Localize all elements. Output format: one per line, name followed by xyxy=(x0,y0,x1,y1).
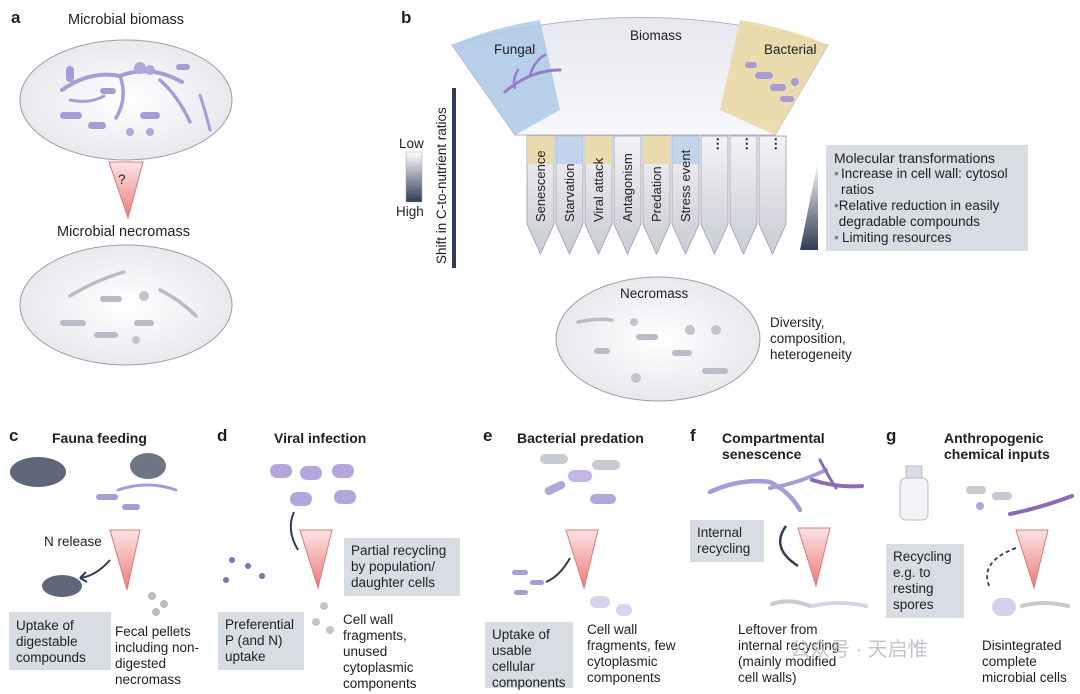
panel-label-a: a xyxy=(11,8,21,27)
panel-a-necromass-ellipse xyxy=(19,244,233,366)
panel-label-e: e xyxy=(483,426,493,445)
pathway-stress-event: Stress event xyxy=(678,149,693,222)
panel-a-funnel xyxy=(108,161,144,220)
panel-b-axis-bar xyxy=(452,88,456,268)
panel-label-c: c xyxy=(9,426,19,445)
partial-recycling-box: Partial recycling by population/ daughte… xyxy=(344,538,460,596)
fungal-label: Fungal xyxy=(494,42,536,57)
panel-f-illustration xyxy=(707,458,868,608)
transform-item: •Relative reduction in easily degradable… xyxy=(834,198,1020,230)
panel-d-title: Viral infection xyxy=(274,430,367,446)
axis-low-label: Low xyxy=(399,136,424,151)
panel-g-illustration xyxy=(899,465,1074,616)
question-mark: ? xyxy=(118,172,126,187)
panel-label-g: g xyxy=(886,426,897,445)
watermark: 公众号 · 天启惟 xyxy=(790,639,928,661)
panel-e-title: Bacterial predation xyxy=(517,430,644,446)
pathway-antagonism: Antagonism xyxy=(620,153,635,222)
necromass-label: Necromass xyxy=(620,286,689,301)
biomass-label: Biomass xyxy=(630,28,682,43)
panel-label-b: b xyxy=(401,8,412,27)
uptake-digestable-box: Uptake of digestable compounds xyxy=(9,612,111,670)
transform-item-text: Relative reduction in easily degradable … xyxy=(838,198,1000,229)
disintegrated-label: Disintegrated complete microbial cells xyxy=(982,638,1067,685)
microbial-biomass-label: Microbial biomass xyxy=(68,12,185,28)
panel-a-biomass-ellipse xyxy=(19,39,233,161)
diversity-label: Diversity, composition, heterogeneity xyxy=(770,315,852,362)
transform-item-text: Limiting resources xyxy=(842,230,952,245)
axis-high-label: High xyxy=(396,204,424,219)
leftover-label: Leftover from internal recycling (mainly… xyxy=(738,622,840,685)
panel-b-biomass-funnel xyxy=(451,17,829,136)
pathway-more-3: ⋮ xyxy=(769,136,783,151)
recycling-spores-box: Recycling e.g. to resting spores xyxy=(886,544,964,618)
transform-item: •Increase in cell wall: cytosol ratios xyxy=(834,166,1020,198)
pathway-more-1: ⋮ xyxy=(711,136,725,151)
fecal-pellets-label: Fecal pellets including non-digested nec… xyxy=(115,624,200,687)
axis-title: Shift in C-to-nutrient ratios xyxy=(434,107,449,264)
transform-item: •Limiting resources xyxy=(834,230,1020,246)
panel-b-pathway-tubes xyxy=(526,135,787,256)
panel-c-title: Fauna feeding xyxy=(52,430,147,446)
panel-b-necromass-ellipse xyxy=(555,276,761,402)
preferential-uptake-box: Preferential P (and N) uptake xyxy=(218,612,304,670)
bacterial-label: Bacterial xyxy=(764,42,817,57)
panel-b-gradient-scale xyxy=(405,151,423,203)
bullet-icon: • xyxy=(834,230,839,245)
internal-recycling-box: Internal recycling xyxy=(690,520,764,562)
panel-c-illustration xyxy=(10,453,178,616)
cell-wall-fragments-label: Cell wall fragments, unused cytoplasmic … xyxy=(343,612,417,691)
panel-b-gradient-triangle xyxy=(800,160,818,250)
panel-label-f: f xyxy=(690,426,696,445)
panel-g-title: Anthropogenic chemical inputs xyxy=(944,430,1050,462)
panel-f-title: Compartmental senescence xyxy=(722,430,825,462)
cell-wall-few-label: Cell wall fragments, few cytoplasmic com… xyxy=(587,622,676,685)
transform-item-text: Increase in cell wall: cytosol ratios xyxy=(841,166,1008,197)
pathway-viral-attack: Viral attack xyxy=(591,157,606,222)
n-release-label: N release xyxy=(44,534,102,549)
pathway-more-2: ⋮ xyxy=(740,136,754,151)
pathway-starvation: Starvation xyxy=(562,163,577,222)
pathway-predation: Predation xyxy=(649,166,664,222)
panel-label-d: d xyxy=(217,426,228,445)
bullet-icon: • xyxy=(834,166,839,181)
bullet-icon: • xyxy=(834,198,839,213)
uptake-usable-box: Uptake of usable cellular components xyxy=(485,622,573,690)
molecular-transformations-title: Molecular transformations xyxy=(834,150,996,166)
molecular-transformations-box: Molecular transformations •Increase in c… xyxy=(826,145,1028,251)
microbial-necromass-label: Microbial necromass xyxy=(57,224,190,240)
panel-e-illustration xyxy=(512,454,632,616)
pathway-senescence: Senescence xyxy=(533,150,548,222)
panel-d-illustration xyxy=(223,464,356,634)
